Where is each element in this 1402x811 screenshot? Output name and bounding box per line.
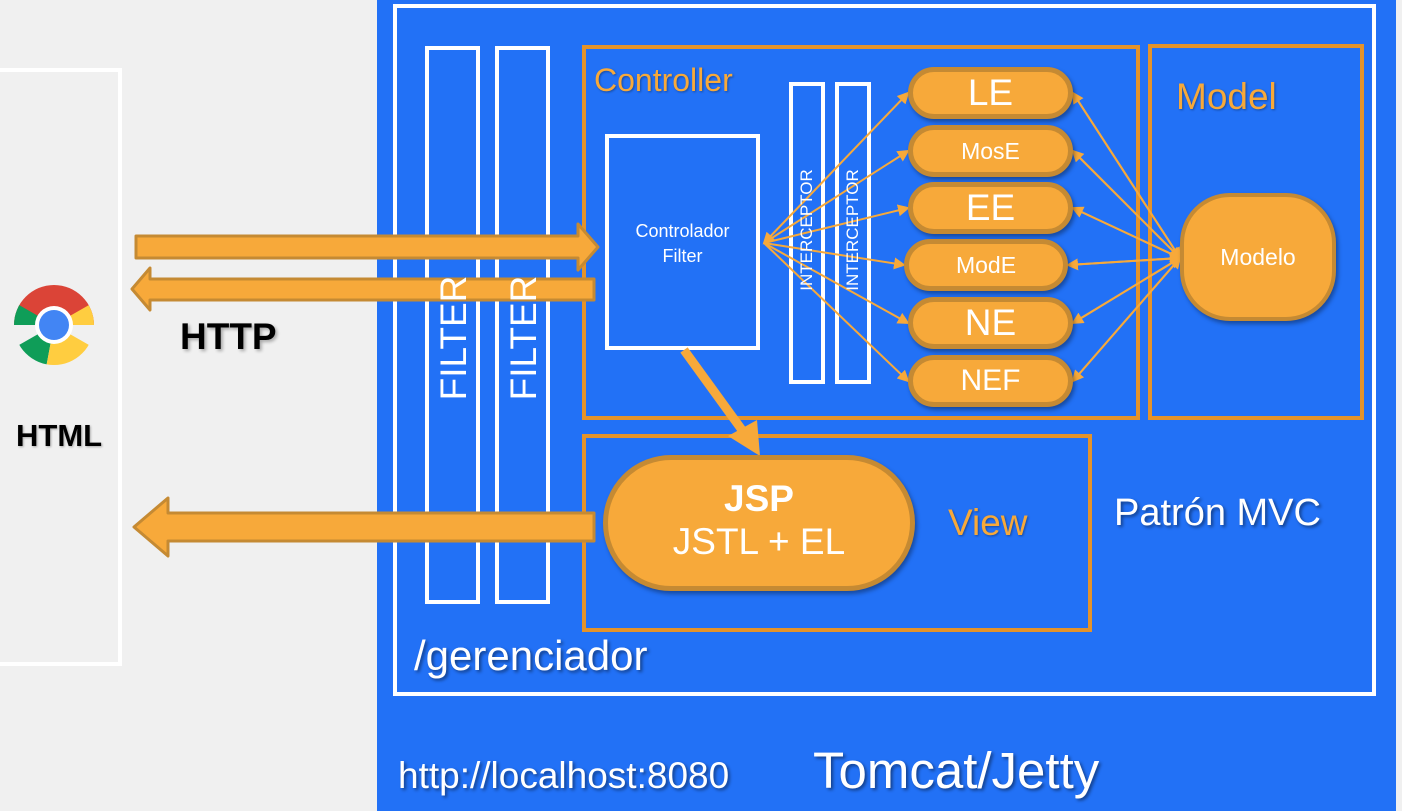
filter-column-1 (425, 46, 480, 604)
server-url-label: http://localhost:8080 (398, 755, 730, 796)
action-ee-label: EE (965, 187, 1016, 228)
browser-label: HTML (16, 418, 103, 453)
filter-label-1: FILTER (433, 275, 474, 401)
action-le-label: LE (967, 72, 1014, 113)
pattern-label: Patrón MVC (1114, 492, 1321, 534)
action-mose-label: MosE (961, 138, 1020, 164)
action-ne: NE (908, 297, 1073, 349)
context-path-label: /gerenciador (414, 632, 648, 679)
chrome-icon (13, 284, 95, 366)
action-mode-label: ModE (955, 252, 1017, 278)
action-mode: ModE (904, 239, 1068, 291)
interceptor-label-1: INTERCEPTOR (797, 169, 816, 291)
modelo-label: Modelo (1220, 244, 1296, 270)
jstl-el-label: JSTL + EL (672, 521, 846, 562)
controller-filter-label-1: Controlador (635, 221, 730, 241)
controller-filter-label-2: Filter (662, 246, 703, 266)
jsp-node: JSP JSTL + EL (603, 455, 915, 591)
action-mose: MosE (908, 125, 1073, 177)
action-ne-label: NE (964, 302, 1017, 343)
action-nef-label: NEF (960, 364, 1021, 397)
controller-filter-box (605, 134, 760, 350)
action-ee: EE (908, 182, 1073, 234)
view-title: View (948, 502, 1028, 543)
action-le: LE (908, 67, 1073, 119)
filter-column-2 (495, 46, 550, 604)
model-title: Model (1176, 76, 1277, 117)
action-nef: NEF (908, 355, 1073, 407)
interceptor-label-2: INTERCEPTOR (843, 169, 862, 291)
controller-title: Controller (594, 62, 733, 98)
filter-label-2: FILTER (503, 275, 544, 401)
http-label: HTTP (180, 316, 277, 357)
server-right-edge (1396, 0, 1402, 811)
browser-panel (0, 68, 122, 666)
app-context-frame (393, 4, 1376, 696)
server-name-label: Tomcat/Jetty (813, 742, 1100, 799)
jsp-label: JSP (724, 478, 794, 519)
modelo-node: Modelo (1180, 193, 1336, 321)
